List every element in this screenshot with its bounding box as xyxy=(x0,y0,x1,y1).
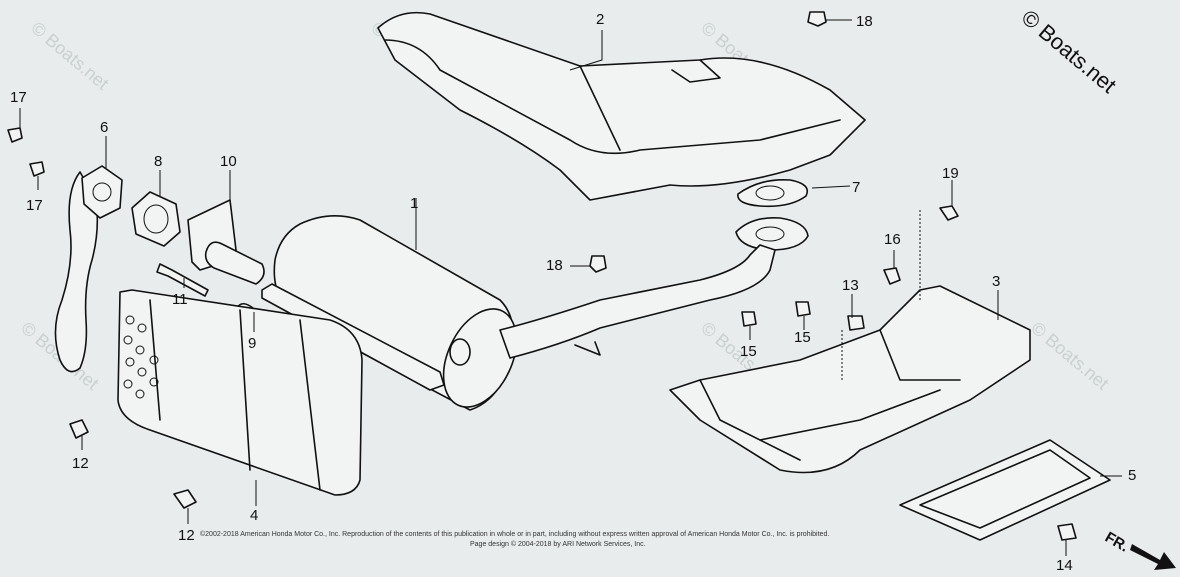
callout-11: 11 xyxy=(172,291,188,308)
callout-16: 16 xyxy=(884,231,901,248)
watermark-7: © Boats.net xyxy=(1027,318,1112,394)
callout-14: 14 xyxy=(1056,557,1073,574)
callout-3: 3 xyxy=(992,273,1000,290)
callout-4: 4 xyxy=(250,507,258,524)
callout-7: 7 xyxy=(852,179,860,196)
leader-lines xyxy=(19,19,1122,556)
callout-6: 6 xyxy=(100,119,108,136)
callout-15-left: 15 xyxy=(740,343,757,360)
brand-logo: © Boats.net xyxy=(1017,5,1121,98)
front-direction-arrow: FR. xyxy=(1102,529,1176,570)
part-2-upper-cover[interactable] xyxy=(377,11,866,201)
callout-13: 13 xyxy=(842,277,859,294)
front-arrow-label: FR. xyxy=(1102,529,1131,556)
part-10-bracket[interactable] xyxy=(187,199,265,285)
part-7-gaskets[interactable] xyxy=(735,178,809,251)
callout-17-bottom: 17 xyxy=(26,197,43,214)
callout-15-right: 15 xyxy=(794,329,811,346)
callout-17-top: 17 xyxy=(10,89,27,106)
callout-18-mid: 18 xyxy=(546,257,563,274)
page-design-text: Page design © 2004-2018 by ARI Network S… xyxy=(470,540,646,548)
callout-19: 19 xyxy=(942,165,959,182)
part-11-bolt[interactable] xyxy=(156,263,209,297)
callout-8: 8 xyxy=(154,153,162,170)
fasteners[interactable] xyxy=(7,11,1077,541)
watermark-1: © Boats.net xyxy=(27,18,112,94)
part-5-plate[interactable] xyxy=(899,439,1111,541)
callout-18-top: 18 xyxy=(856,13,873,30)
arrow-icon xyxy=(1130,544,1176,570)
callout-9: 9 xyxy=(248,335,256,352)
callout-12-upper: 12 xyxy=(72,455,89,472)
copyright-text: ©2002-2018 American Honda Motor Co., Inc… xyxy=(200,530,829,538)
part-4-side-cover[interactable] xyxy=(117,289,363,496)
callout-5: 5 xyxy=(1128,467,1136,484)
callout-labels: 2 18 1 7 19 3 5 6 8 10 18 16 13 17 17 11… xyxy=(10,11,1136,574)
part-6-exhaust-pipe[interactable] xyxy=(54,165,123,373)
part-8-gasket[interactable] xyxy=(131,191,181,247)
callout-10: 10 xyxy=(220,153,237,170)
callout-12-lower: 12 xyxy=(178,527,195,544)
part-3-lower-tray[interactable] xyxy=(669,285,1031,474)
callout-2: 2 xyxy=(596,11,604,28)
cover-holes xyxy=(123,315,159,399)
callout-1: 1 xyxy=(410,195,418,212)
